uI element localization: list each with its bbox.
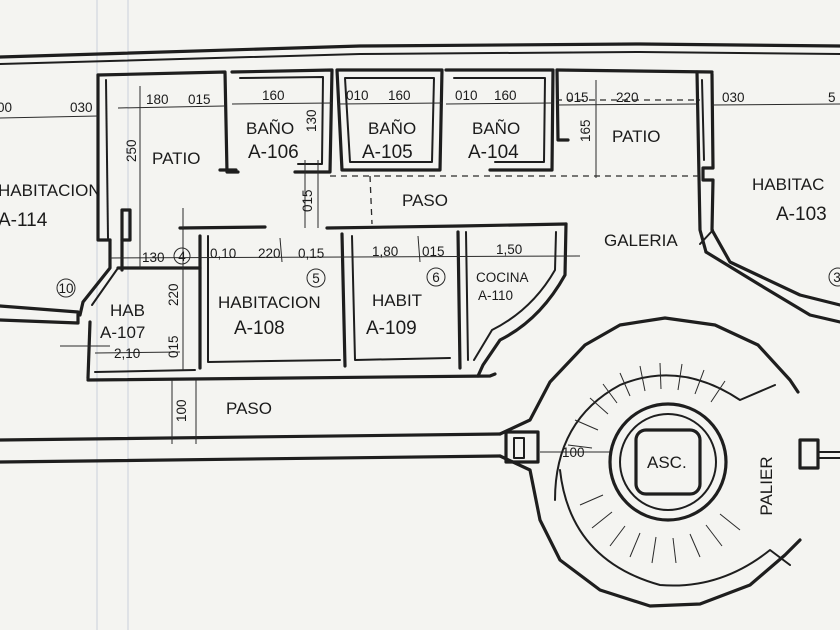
room-title-a106: BAÑO (246, 119, 294, 138)
dim-label: 1,80 (372, 244, 398, 259)
marker-5: 5 (312, 271, 320, 286)
dim-label: 010 (346, 88, 369, 103)
galeria-label: GALERIA (604, 231, 678, 250)
dim-label: 2,10 (114, 346, 140, 361)
dim-label: 015 (422, 244, 445, 259)
dim-label: 160 (494, 88, 517, 103)
dim-label: 160 (388, 88, 411, 103)
room-title-patio-left: PATIO (152, 149, 201, 168)
room-code-a108: A-108 (234, 318, 285, 339)
dim-label: 015 (188, 92, 211, 107)
right-wing-walls (695, 70, 840, 324)
room-code-a109: A-109 (366, 318, 417, 339)
dim-label: 1,50 (496, 242, 522, 257)
marker-4: 4 (178, 249, 186, 264)
dim-label: 030 (70, 100, 93, 115)
paso-upper-label: PASO (402, 191, 448, 210)
dim-label: 250 (124, 139, 139, 162)
elevator-label: ASC. (647, 453, 687, 472)
room-title-a110: COCINA (476, 270, 529, 285)
room-title-patio-right: PATIO (612, 127, 661, 146)
room-title-a108: HABITACION (218, 293, 321, 312)
dim-label: 220 (166, 283, 181, 306)
dim-label: 0,15 (298, 246, 324, 261)
bathroom-walls (218, 68, 714, 174)
dim-label: 5 (828, 90, 836, 105)
dim-label: 220 (258, 246, 281, 261)
room-title-a109: HABIT (372, 291, 422, 310)
dim-label: 220 (616, 90, 639, 105)
room-code-a110: A-110 (478, 288, 513, 303)
marker-3: 3 (833, 270, 840, 285)
dashed-lines (330, 99, 700, 225)
left-wing-walls (78, 70, 240, 380)
room-title-a105: BAÑO (368, 119, 416, 138)
room-code-a106: A-106 (248, 142, 299, 163)
dim-label: 030 (722, 90, 745, 105)
dim-label: 130 (142, 250, 165, 265)
dim-label: 015 (566, 90, 589, 105)
dim-label: 00 (0, 100, 12, 115)
dim-label: 0,10 (210, 246, 236, 261)
dim-label: 130 (304, 109, 319, 132)
dim-label: 015 (300, 189, 315, 212)
room-code-a103: A-103 (776, 204, 827, 225)
outer-walls (0, 42, 840, 464)
dim-label: 100 (174, 399, 189, 422)
dimension-lines (0, 80, 840, 453)
dim-label: 165 (578, 119, 593, 142)
room-title-a107: HAB (110, 301, 145, 320)
stair-core (498, 316, 840, 608)
dim-label: 100 (562, 445, 585, 460)
dim-label: 180 (146, 92, 169, 107)
palier-label: PALIER (757, 456, 776, 515)
marker-6: 6 (432, 270, 440, 285)
room-code-a107: A-107 (100, 323, 145, 342)
room-code-a104: A-104 (468, 142, 519, 163)
paso-lower-label: PASO (226, 399, 272, 418)
room-title-a104: BAÑO (472, 119, 520, 138)
marker-10: 10 (58, 281, 73, 296)
dim-label: 015 (166, 335, 181, 358)
dimension-labels: 00 030 180 015 160 130 010 160 010 160 0… (0, 88, 836, 460)
dim-label: 010 (455, 88, 478, 103)
room-title-a114: HABITACION (0, 181, 101, 200)
dim-label: 160 (262, 88, 285, 103)
room-title-a103: HABITAC (752, 175, 824, 194)
room-markers (56, 247, 840, 298)
room-code-a114: A-114 (0, 210, 48, 231)
room-code-a105: A-105 (362, 142, 413, 163)
